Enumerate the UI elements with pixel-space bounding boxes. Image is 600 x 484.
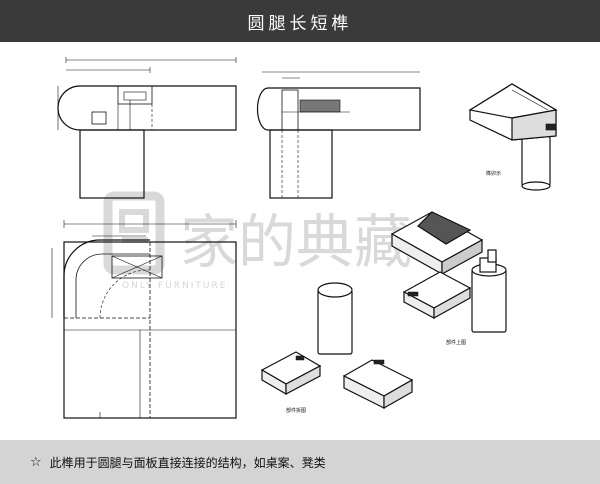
parts-iso-drawing [260,211,507,410]
page-title: 圆腿长短榫 [247,13,353,34]
watermark: 家的典藏 ONLY FURNITURE [103,191,412,291]
side-view-drawing [256,71,421,199]
front-view-drawing [57,57,237,199]
footer-bar: ☆ 此榫用于圆腿与面板直接连接的结构，如桌案、凳类 [0,440,600,484]
footer-description: 此榫用于圆腿与面板直接连接的结构，如桌案、凳类 [49,455,326,470]
star-icon: ☆ [30,454,42,470]
plan-view-drawing [51,220,237,419]
watermark-logo-icon [103,191,165,275]
drawing-canvas: 家的典藏 ONLY FURNITURE [0,42,600,440]
label-parts-exploded: 部件拆图 [286,407,306,414]
assembled-iso-drawing [468,83,558,191]
label-parts-top: 部件上图 [446,339,466,346]
label-assembled: 榫卯示 [486,170,501,177]
watermark-english: ONLY FURNITURE [122,281,227,291]
header-bar: 圆腿长短榫 [0,0,600,42]
